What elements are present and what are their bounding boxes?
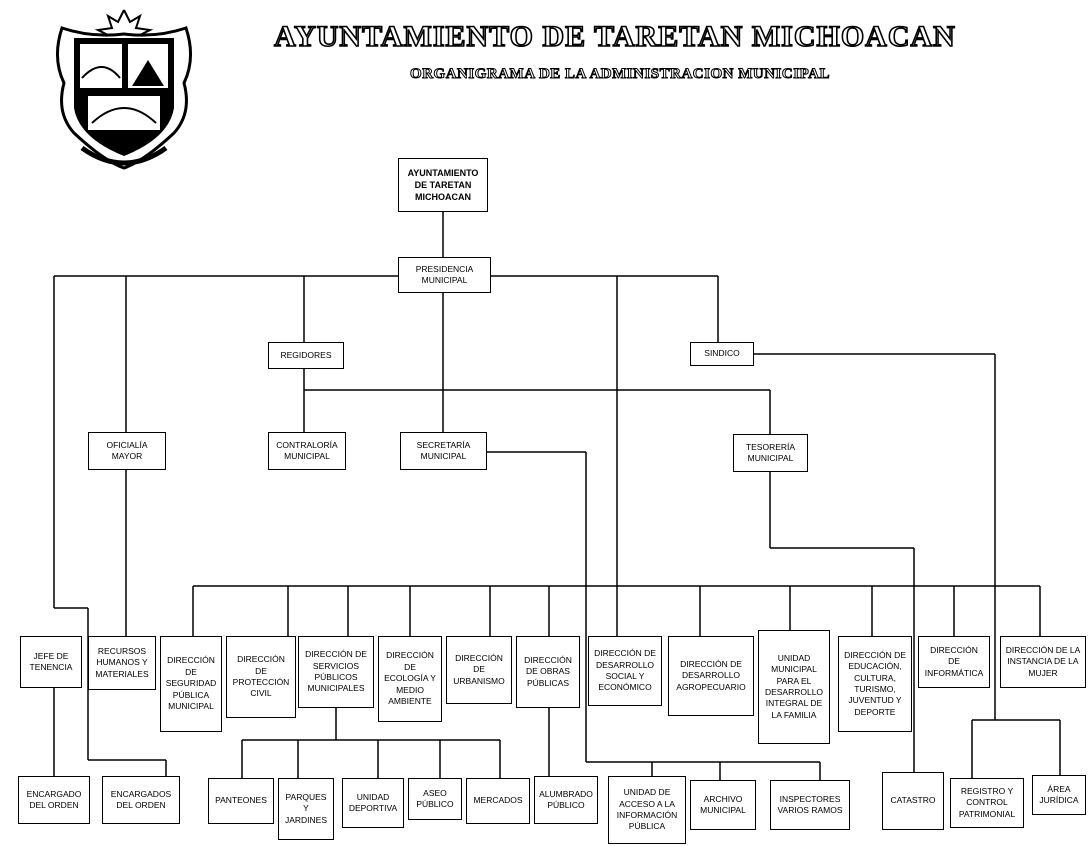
node-dir-mujer: DIRECCIÓN DE LA INSTANCIA DE LA MUJER [1000,636,1086,688]
node-mercados: MERCADOS [466,778,530,824]
node-tesoreria: TESORERÍA MUNICIPAL [733,434,808,472]
node-catastro: CATASTRO [882,772,944,830]
node-juridica: ÁREA JURÍDICA [1032,775,1086,815]
node-dir-ecologia: DIRECCIÓN DE ECOLOGÍA Y MEDIO AMBIENTE [378,636,442,722]
node-encargado-orden: ENCARGADO DEL ORDEN [18,776,90,824]
node-ayuntamiento: AYUNTAMIENTO DE TARETAN MICHOACAN [398,158,488,212]
node-parques: PARQUES Y JARDINES [278,778,334,840]
node-alumbrado: ALUMBRADO PÚBLICO [534,776,598,824]
node-archivo: ARCHIVO MUNICIPAL [690,780,756,830]
page-title: AYUNTAMIENTO DE TARETAN MICHOACAN [273,19,956,54]
node-aseo: ASEO PÚBLICO [408,778,462,820]
node-jefe-tenencia: JEFE DE TENENCIA [20,636,82,688]
node-oficialia: OFICIALÍA MAYOR [88,432,166,470]
node-registro: REGISTRO Y CONTROL PATRIMONIAL [950,778,1024,828]
node-inspectores: INSPECTORES VARIOS RAMOS [770,780,850,830]
node-unidad-familia: UNIDAD MUNICIPAL PARA EL DESARROLLO INTE… [758,630,830,744]
node-dir-informatica: DIRECCIÓN DE INFORMÁTICA [918,636,990,688]
node-unidad-deportiva: UNIDAD DEPORTIVA [342,778,404,828]
node-dir-agropecuario: DIRECCIÓN DE DESARROLLO AGROPECUARIO [668,636,754,716]
node-dir-proteccion: DIRECCIÓN DE PROTECCIÓN CIVIL [226,636,296,718]
node-dir-urbanismo: DIRECCIÓN DE URBANISMO [446,636,512,704]
node-contraloria: CONTRALORÍA MUNICIPAL [268,432,346,470]
page-subtitle: ORGANIGRAMA DE LA ADMINISTRACION MUNICIP… [410,66,830,83]
node-dir-seguridad: DIRECCIÓN DE SEGURIDAD PÚBLICA MUNICIPAL [160,636,222,732]
coat-of-arms-logo [56,9,192,170]
node-regidores: REGIDORES [268,342,344,369]
node-presidencia: PRESIDENCIA MUNICIPAL [398,257,491,293]
node-recursos-humanos: RECURSOS HUMANOS Y MATERIALES [88,636,156,690]
node-unidad-acceso: UNIDAD DE ACCESO A LA INFORMACIÓN PÚBLIC… [608,776,686,844]
node-panteones: PANTEONES [208,778,274,824]
node-dir-servicios: DIRECCIÓN DE SERVICIOS PÚBLICOS MUNICIPA… [298,636,374,708]
node-dir-obras: DIRECCIÓN DE OBRAS PÚBLICAS [516,636,580,708]
node-dir-desarrollo-social: DIRECCIÓN DE DESARROLLO SOCIAL Y ECONÓMI… [588,636,662,706]
node-dir-educacion: DIRECCIÓN DE EDUCACIÓN, CULTURA, TURISMO… [838,636,912,732]
node-encargados-orden: ENCARGADOS DEL ORDEN [102,776,180,824]
node-secretaria: SECRETARÍA MUNICIPAL [400,432,487,470]
node-sindico: SINDICO [690,342,754,366]
